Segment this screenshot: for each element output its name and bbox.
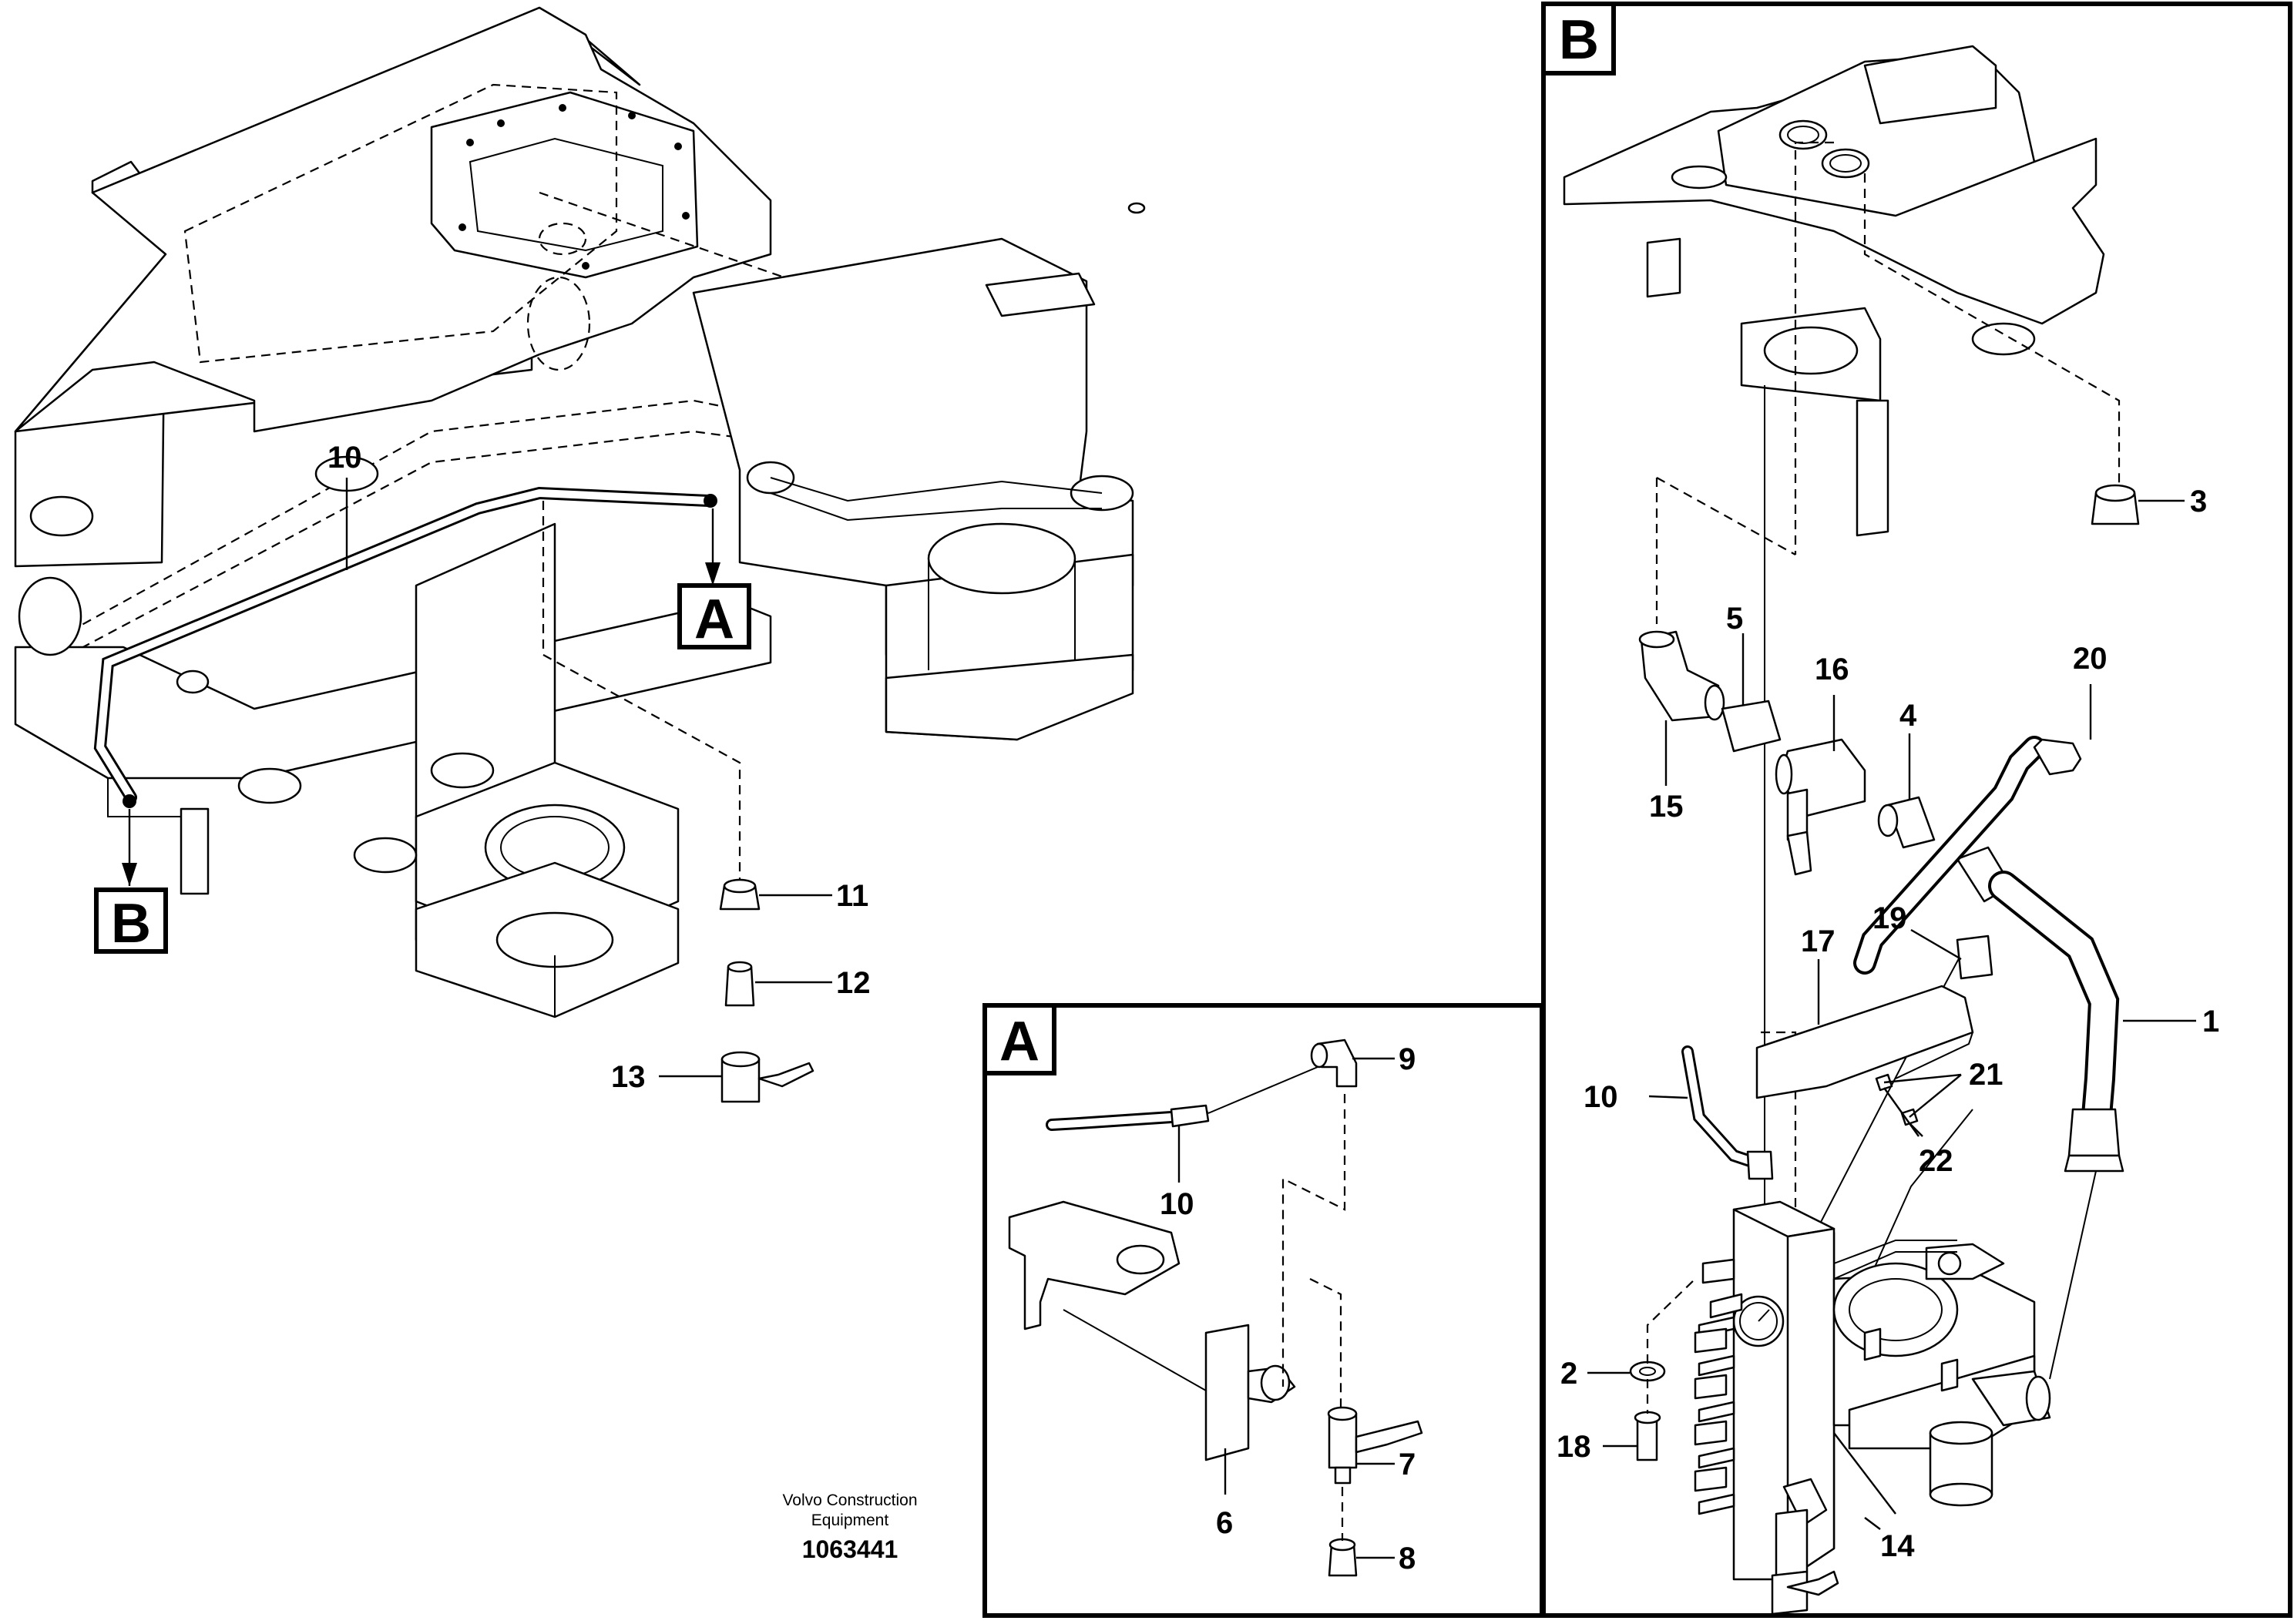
callout-19: 19	[1872, 901, 1907, 935]
callout-16: 16	[1815, 653, 1849, 686]
callout-5: 5	[1726, 602, 1743, 636]
upper-frame-assembly	[14, 6, 1146, 1018]
bolt-18	[1636, 1416, 1658, 1461]
hose-1	[1956, 846, 2124, 1380]
callout-10-detail-b: 10	[1584, 1080, 1618, 1114]
callout-10-main: 10	[327, 441, 362, 475]
callout-11: 11	[836, 879, 868, 913]
ball-valve-7	[1328, 1412, 1358, 1469]
detail-b-frame	[1541, 2, 2292, 1618]
callout-6: 6	[1216, 1506, 1233, 1540]
callout-7: 7	[1399, 1448, 1416, 1481]
detail-ref-a: A	[677, 508, 751, 650]
callout-8: 8	[1399, 1542, 1416, 1575]
nipple-5	[1721, 700, 1782, 753]
slew-ring-plate	[430, 91, 699, 279]
detail-ref-b: B	[94, 809, 168, 955]
callout-21: 21	[1969, 1058, 2003, 1092]
mounting-plate-6	[1204, 1324, 1250, 1461]
detail-a-panel: A 9 10 6 7 8	[982, 1003, 1544, 1618]
bolt-circle	[458, 104, 690, 270]
control-valve-block-14	[1694, 1200, 2051, 1616]
callout-1: 1	[2202, 1005, 2219, 1038]
detail-a-title: A	[999, 1011, 1040, 1072]
callout-2: 2	[1560, 1357, 1577, 1391]
detail-ref-a-label: A	[694, 589, 734, 650]
plate-channel	[1863, 45, 1997, 125]
washer-2	[1629, 1361, 1666, 1382]
fitting-stack-main	[719, 878, 814, 1103]
detail-b-title: B	[1559, 9, 1599, 71]
hose-10-main	[93, 486, 717, 808]
callout-15: 15	[1649, 790, 1684, 824]
callout-17: 17	[1801, 924, 1836, 958]
bracket-plate-6	[1008, 1200, 1181, 1330]
callout-3: 3	[2190, 485, 2207, 518]
nipple-12	[724, 965, 755, 1007]
tube-loop-20	[2033, 738, 2082, 776]
clamp-19	[1956, 934, 1993, 980]
footer: Volvo Construction Equipment 1063441	[782, 1491, 917, 1563]
lower-chassis-rail	[14, 599, 772, 780]
detail-ref-b-label: B	[111, 893, 151, 955]
callout-18: 18	[1557, 1430, 1591, 1464]
callout-13: 13	[611, 1060, 646, 1094]
company-line-2: Equipment	[811, 1512, 889, 1529]
callout-20: 20	[2073, 642, 2108, 676]
cover-plate-17	[1755, 985, 1974, 1099]
callout-14: 14	[1880, 1529, 1915, 1563]
callout-10-detail-a: 10	[1160, 1187, 1194, 1221]
main-callouts: 10 11 12 13	[327, 441, 871, 1094]
callout-4: 4	[1899, 699, 1917, 733]
callout-12: 12	[836, 966, 871, 1000]
detail-b-panel: B	[1541, 2, 2292, 1618]
adapter-4	[1886, 796, 1936, 849]
boom-pivot-lug	[985, 272, 1096, 317]
callout-22: 22	[1919, 1144, 1953, 1178]
callout-9: 9	[1399, 1042, 1416, 1076]
drawing-number: 1063441	[802, 1535, 898, 1563]
detail-a-frame	[982, 1003, 1544, 1618]
company-line-1: Volvo Construction	[782, 1491, 917, 1509]
